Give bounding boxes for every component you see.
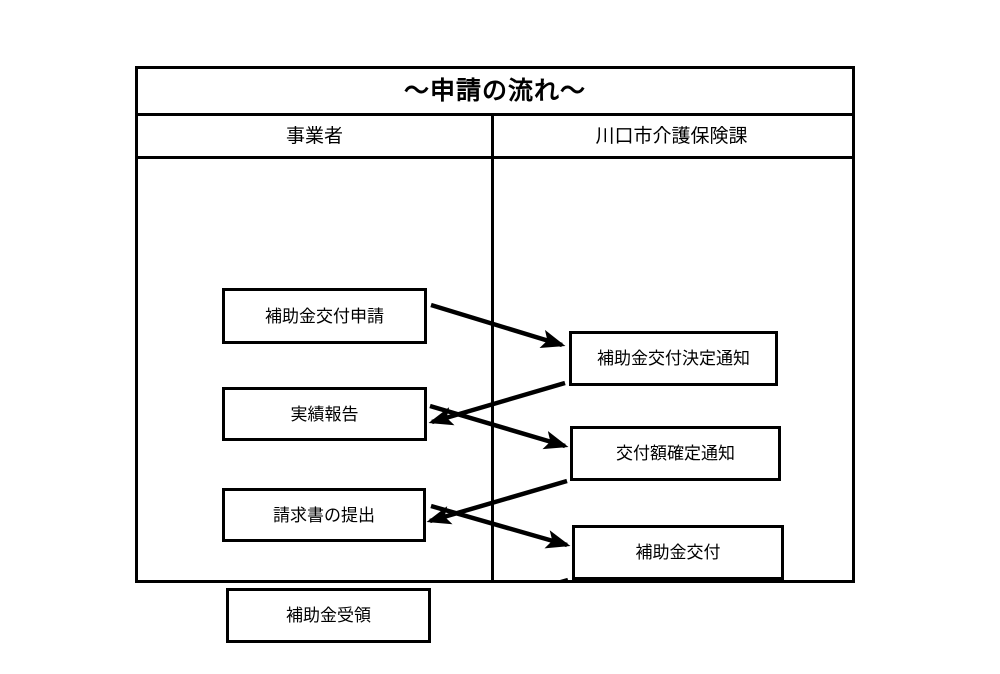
- process-box-label: 補助金交付: [635, 543, 721, 562]
- arrow-step-4: [426, 478, 568, 525]
- lane-header-city-office-label: 川口市介護保険課: [595, 125, 748, 147]
- diagram-title-row: ～申請の流れ～: [138, 69, 852, 116]
- process-box-label: 請求書の提出: [273, 505, 375, 525]
- process-box-label: 実績報告: [290, 404, 359, 424]
- lane-header-operator-label: 事業者: [285, 125, 343, 147]
- lane-divider: [491, 116, 494, 580]
- process-box-grant-decision-notice[interactable]: 補助金交付決定通知: [569, 331, 778, 386]
- lane-header-row: 事業者 川口市介護保険課: [138, 116, 852, 159]
- arrow-step-2: [428, 380, 566, 426]
- lane-header-city-office: 川口市介護保険課: [491, 116, 852, 156]
- process-box-label: 補助金交付申請: [265, 306, 384, 326]
- process-box-invoice-submission[interactable]: 請求書の提出: [222, 488, 426, 542]
- lane-header-operator: 事業者: [138, 116, 491, 156]
- arrow-step-5: [430, 503, 571, 549]
- arrow-step-3: [429, 403, 569, 450]
- process-box-label: 補助金交付決定通知: [597, 349, 750, 368]
- flowchart-body: 補助金交付申請 実績報告 請求書の提出 補助金受領 補助金交付決定通知 交付額確…: [138, 116, 852, 643]
- process-box-performance-report[interactable]: 実績報告: [222, 387, 427, 441]
- process-box-label: 交付額確定通知: [616, 444, 735, 463]
- page-title: ～申請の流れ～: [403, 76, 586, 105]
- process-box-subsidy-receipt[interactable]: 補助金受領: [226, 588, 431, 643]
- process-box-amount-confirmation-notice[interactable]: 交付額確定通知: [570, 426, 781, 481]
- arrow-step-1: [430, 302, 566, 348]
- process-box-subsidy-application[interactable]: 補助金交付申請: [222, 288, 427, 344]
- process-box-subsidy-payment[interactable]: 補助金交付: [572, 525, 784, 580]
- flowchart-frame: ～申請の流れ～ 事業者 川口市介護保険課: [135, 66, 855, 643]
- process-box-label: 補助金受領: [286, 606, 371, 625]
